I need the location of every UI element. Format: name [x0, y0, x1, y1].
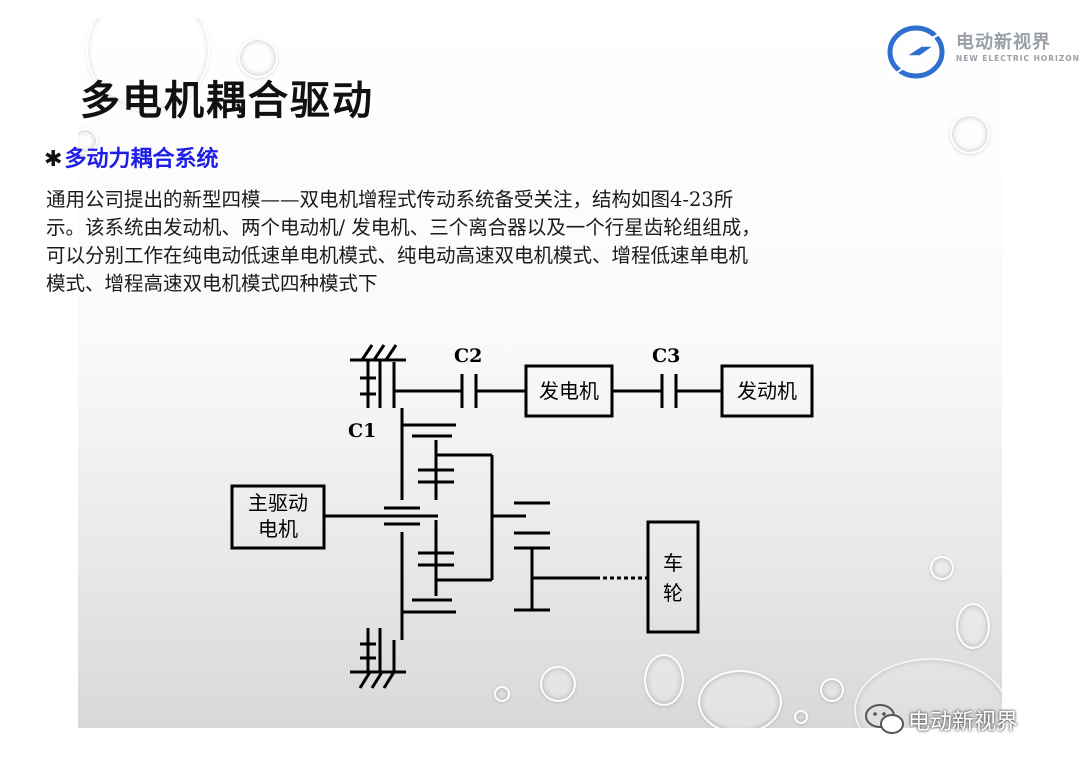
wheel-label: 车	[663, 551, 683, 575]
description-paragraph: 通用公司提出的新型四模——双电机增程式传动系统备受关注，结构如图4-23所 示。…	[46, 186, 906, 298]
hatch-mark	[384, 344, 398, 361]
clutch-c2-label: C2	[454, 345, 482, 367]
logo-subtext: NEW ELECTRIC HORIZON	[956, 54, 1080, 63]
bubble-decoration	[540, 666, 576, 702]
main-motor-label: 电机	[258, 517, 298, 541]
bubble-decoration	[956, 603, 990, 649]
slide-title: 多电机耦合驱动	[80, 78, 374, 124]
paragraph-line: 通用公司提出的新型四模——双电机增程式传动系统备受关注，结构如图4-23所	[46, 188, 734, 211]
clutch-labels: C1 C2 C3	[348, 345, 680, 442]
generator-label: 发电机	[539, 379, 599, 403]
logo-icon	[885, 25, 953, 81]
bubble-decoration	[644, 654, 684, 706]
main-motor-label: 主驱动	[248, 491, 308, 515]
watermark-text: 电动新视界	[908, 710, 1019, 735]
bubble-decoration	[820, 678, 844, 702]
bubble-decoration	[794, 710, 808, 724]
bubble-decoration	[930, 556, 954, 580]
bullet-star-icon: ✱	[44, 147, 63, 172]
wechat-icon	[865, 704, 904, 734]
paragraph-line: 示。该系统由发动机、两个电动机/ 发电机、三个离合器以及一个行星齿轮组组成，	[46, 216, 761, 239]
bubble-decoration	[494, 686, 510, 702]
bubble-decoration	[950, 114, 990, 154]
diagram-lines	[230, 344, 814, 689]
engine-box	[720, 364, 814, 418]
hatch-mark	[372, 344, 386, 361]
hatch-mark	[360, 344, 374, 361]
clutch-c3-label: C3	[652, 345, 680, 367]
component-labels: 发电机 发动机 主驱动 电机 车 轮	[248, 379, 797, 605]
paragraph-line: 可以分别工作在纯电动低速单电机模式、纯电动高速双电机模式、增程低速单电机	[46, 244, 749, 267]
hatch-mark	[370, 671, 384, 689]
wheel-box	[646, 520, 700, 634]
logo-text: 电动新视界	[956, 32, 1051, 53]
bubble-decoration	[238, 38, 278, 78]
wheel-label: 轮	[663, 581, 683, 605]
clutch-c1-label: C1	[348, 420, 376, 442]
slide-subtitle: ✱多动力耦合系统	[44, 141, 218, 173]
hatch-mark	[358, 671, 372, 689]
paragraph-line: 模式、增程高速双电机模式四种模式下	[46, 272, 378, 295]
engine-label: 发动机	[737, 379, 797, 403]
subtitle-text: 多动力耦合系统	[64, 147, 219, 172]
bubble-decoration	[698, 670, 782, 728]
bubble-decoration	[78, 128, 98, 154]
hatch-mark	[382, 671, 396, 689]
